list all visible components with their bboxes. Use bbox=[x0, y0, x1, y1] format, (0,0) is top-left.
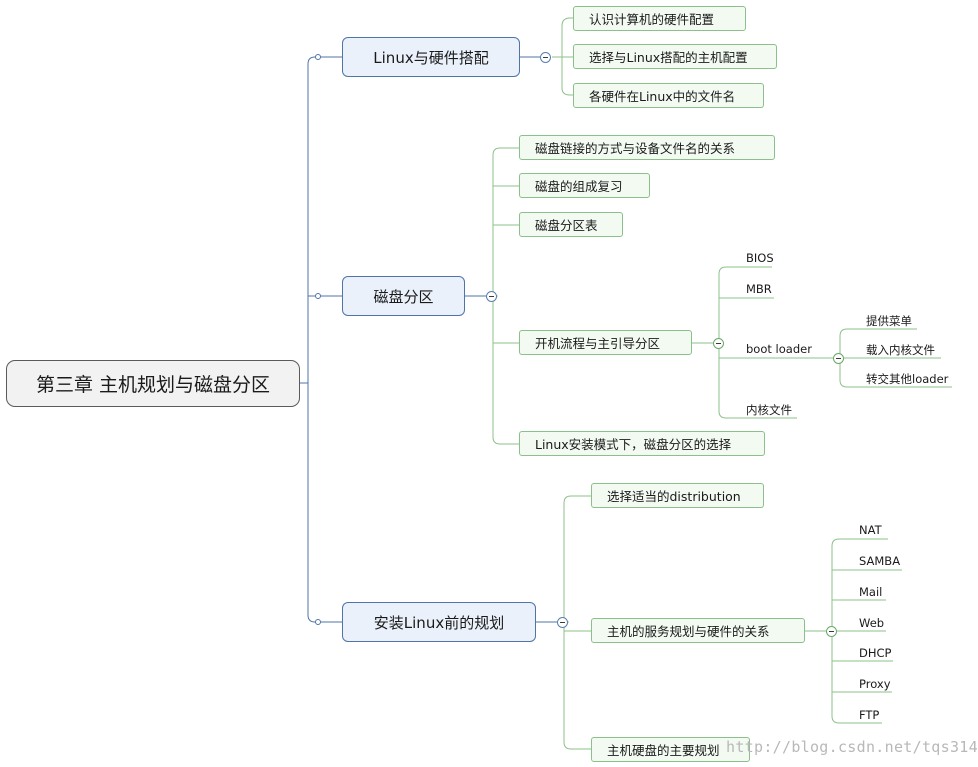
subtopic-service-planning[interactable]: 主机的服务规划与硬件的关系 bbox=[591, 618, 805, 643]
leaf-dhcp[interactable]: DHCP bbox=[859, 646, 892, 660]
leaf-boot-loader[interactable]: boot loader bbox=[746, 342, 812, 356]
subtopic-disk-composition[interactable]: 磁盘的组成复习 bbox=[519, 173, 650, 198]
connector-dot bbox=[315, 54, 321, 60]
subtopic-disk-connection[interactable]: 磁盘链接的方式与设备文件名的关系 bbox=[519, 135, 775, 160]
leaf-provide-menu[interactable]: 提供菜单 bbox=[866, 314, 912, 328]
subtopic-boot-flow[interactable]: 开机流程与主引导分区 bbox=[519, 330, 692, 355]
branch-topic-hardware[interactable]: Linux与硬件搭配 bbox=[342, 37, 520, 77]
root-topic[interactable]: 第三章 主机规划与磁盘分区 bbox=[6, 360, 300, 407]
collapse-toggle-icon[interactable] bbox=[713, 338, 724, 349]
leaf-proxy[interactable]: Proxy bbox=[859, 677, 891, 691]
subtopic-partition-table[interactable]: 磁盘分区表 bbox=[519, 212, 623, 237]
subtopic-install-partition-choice[interactable]: Linux安装模式下，磁盘分区的选择 bbox=[519, 431, 765, 456]
watermark-text: http://blog.csdn.net/tqs314 bbox=[726, 738, 978, 756]
collapse-toggle-icon[interactable] bbox=[557, 617, 568, 628]
connector-dot bbox=[315, 619, 321, 625]
leaf-ftp[interactable]: FTP bbox=[859, 708, 880, 722]
leaf-bios[interactable]: BIOS bbox=[746, 251, 774, 265]
subtopic-disk-planning[interactable]: 主机硬盘的主要规划 bbox=[591, 737, 750, 762]
leaf-kernel-file[interactable]: 内核文件 bbox=[746, 403, 792, 417]
collapse-toggle-icon[interactable] bbox=[826, 626, 837, 637]
leaf-samba[interactable]: SAMBA bbox=[859, 554, 901, 568]
leaf-hand-off-loader[interactable]: 转交其他loader bbox=[866, 372, 949, 386]
branch-topic-disk-partition[interactable]: 磁盘分区 bbox=[342, 276, 465, 316]
leaf-web[interactable]: Web bbox=[859, 616, 885, 630]
collapse-toggle-icon[interactable] bbox=[540, 52, 551, 63]
leaf-load-kernel[interactable]: 载入内核文件 bbox=[866, 343, 935, 357]
subtopic-linux-host-config[interactable]: 选择与Linux搭配的主机配置 bbox=[573, 44, 777, 69]
leaf-nat[interactable]: NAT bbox=[859, 523, 882, 537]
branch-topic-install-planning[interactable]: 安装Linux前的规划 bbox=[342, 602, 536, 642]
collapse-toggle-icon[interactable] bbox=[486, 291, 497, 302]
leaf-mbr[interactable]: MBR bbox=[746, 282, 772, 296]
subtopic-hardware-config[interactable]: 认识计算机的硬件配置 bbox=[573, 6, 746, 31]
subtopic-distribution[interactable]: 选择适当的distribution bbox=[591, 483, 764, 508]
leaf-mail[interactable]: Mail bbox=[859, 585, 883, 599]
collapse-toggle-icon[interactable] bbox=[833, 353, 844, 364]
subtopic-device-filenames[interactable]: 各硬件在Linux中的文件名 bbox=[573, 83, 764, 108]
connector-dot bbox=[315, 293, 321, 299]
